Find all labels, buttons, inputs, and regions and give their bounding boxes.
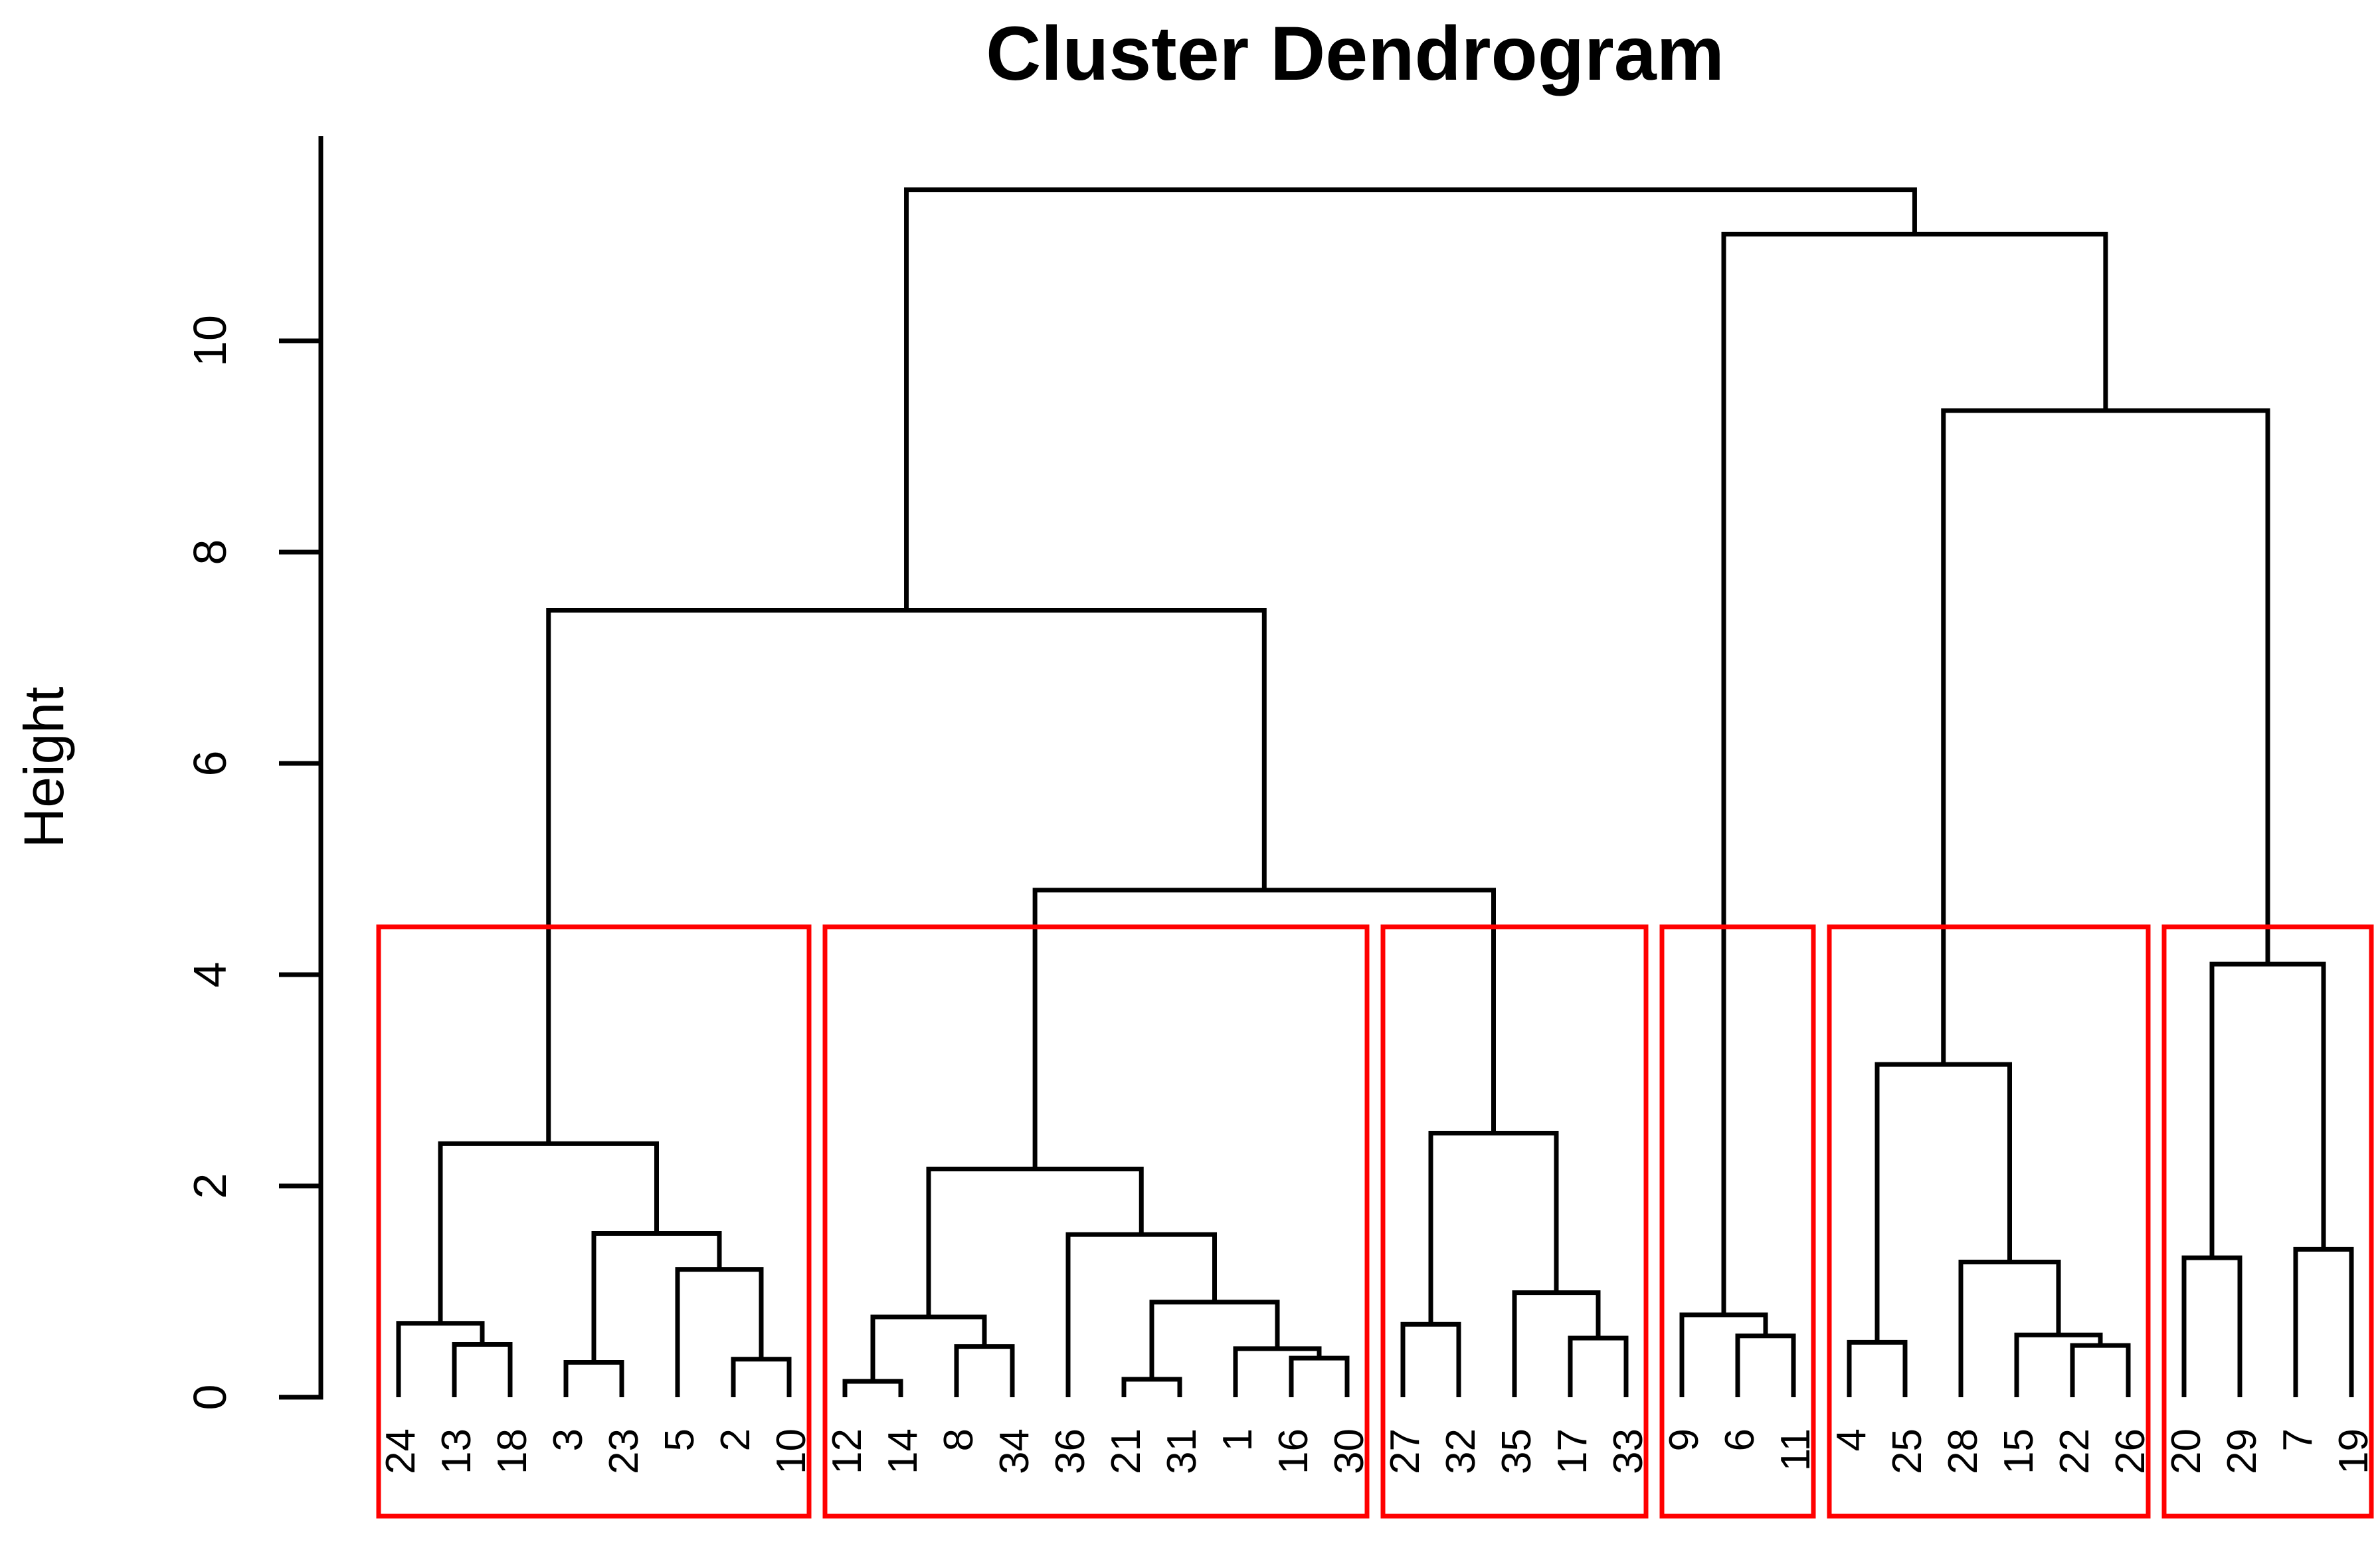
merge-segment [1032, 888, 1496, 1169]
leaf-label: 9 [1661, 1428, 1707, 1451]
leaf-label: 23 [601, 1428, 647, 1474]
leaf-label: 15 [1996, 1428, 2042, 1474]
cluster-boxes [376, 924, 2374, 1519]
merge-segment [1233, 1346, 1322, 1397]
merge-segment [591, 1231, 722, 1363]
merge-segment [1679, 1312, 1768, 1397]
cluster-box [822, 924, 1370, 1519]
cluster-box [376, 924, 812, 1519]
merge-segment [1149, 1300, 1280, 1379]
merge-segment [563, 1360, 624, 1397]
y-axis: 0 2 4 6 8 10 [184, 136, 323, 1411]
leaf-label: 36 [1048, 1428, 1093, 1474]
leaf-label: 30 [1327, 1428, 1372, 1474]
y-tick-label: 8 [184, 539, 236, 565]
leaf-label: 10 [769, 1428, 814, 1474]
merge-segment [2181, 1255, 2243, 1397]
y-tick-label: 6 [184, 751, 236, 777]
leaf-label: 17 [1550, 1428, 1596, 1474]
leaf-label: 4 [1829, 1428, 1875, 1451]
leaf-label: 31 [1159, 1428, 1205, 1474]
merge-segment [1941, 408, 2270, 1065]
chart-title: Cluster Dendrogram [986, 11, 1724, 96]
y-axis-label: Height [13, 687, 75, 848]
leaf-label: 19 [2331, 1428, 2377, 1474]
leaf-label: 20 [2163, 1428, 2209, 1474]
merge-segment [1958, 1259, 2061, 1397]
merge-segment [2014, 1332, 2103, 1397]
leaf-label: 12 [824, 1428, 870, 1474]
merge-segment [396, 1321, 485, 1397]
merge-segment [1400, 1321, 1461, 1397]
y-tick-label: 4 [184, 962, 236, 988]
merge-segment [546, 607, 1267, 1144]
leaf-label: 34 [992, 1428, 1038, 1474]
leaf-label: 6 [1717, 1428, 1763, 1451]
leaf-label: 33 [1605, 1428, 1651, 1474]
merge-segment [1721, 231, 2108, 1315]
merge-segment [954, 1344, 1015, 1397]
leaf-label: 28 [1940, 1428, 1986, 1474]
y-tick-label: 2 [184, 1173, 236, 1199]
leaf-label: 18 [490, 1428, 535, 1474]
leaf-label: 11 [1773, 1428, 1819, 1471]
y-tick-label: 10 [184, 315, 236, 367]
leaf-label: 24 [378, 1428, 424, 1474]
dendrogram-tree [396, 187, 2354, 1397]
leaf-label: 3 [545, 1428, 591, 1451]
merge-segment [1512, 1290, 1601, 1397]
leaf-label: 14 [880, 1428, 926, 1474]
leaf-label: 21 [1103, 1428, 1149, 1474]
leaf-label: 32 [1438, 1428, 1484, 1474]
leaf-label: 29 [2219, 1428, 2265, 1474]
merge-segment [1735, 1333, 1796, 1397]
merge-segment [731, 1357, 792, 1397]
leaf-label: 35 [1494, 1428, 1540, 1474]
leaf-label: 5 [657, 1428, 703, 1451]
merge-segment [1121, 1377, 1182, 1397]
merge-segment [452, 1342, 513, 1397]
leaf-label: 7 [2275, 1428, 2321, 1451]
merge-segment [2209, 961, 2326, 1258]
merge-segment [1289, 1355, 1350, 1397]
merge-segment [675, 1267, 764, 1397]
merge-segment [870, 1314, 987, 1382]
leaf-label: 26 [2108, 1428, 2153, 1474]
merge-segment [1875, 1062, 2012, 1343]
merge-segment [1065, 1232, 1217, 1397]
leaf-label: 16 [1271, 1428, 1317, 1474]
cluster-box [1659, 924, 1816, 1519]
merge-segment [2070, 1343, 2131, 1397]
cluster-box [1827, 924, 2151, 1519]
leaf-label: 22 [2052, 1428, 2098, 1474]
leaf-label: 25 [1884, 1428, 1930, 1474]
leaf-label: 8 [936, 1428, 982, 1451]
leaf-label: 2 [713, 1428, 759, 1451]
merge-segment [926, 1167, 1144, 1317]
merge-segment [438, 1141, 659, 1323]
merge-segment [904, 187, 1917, 611]
merge-segment [1568, 1335, 1629, 1397]
cluster-box [1380, 924, 1649, 1519]
leaf-label: 27 [1382, 1428, 1428, 1474]
merge-segment [1847, 1339, 1908, 1397]
merge-segment [2293, 1246, 2354, 1397]
cluster-box [2161, 924, 2374, 1519]
merge-segment [842, 1379, 903, 1397]
merge-segment [1428, 1131, 1559, 1325]
leaf-label: 13 [434, 1428, 480, 1474]
y-tick-label: 0 [184, 1385, 236, 1411]
leaf-label: 1 [1215, 1428, 1261, 1451]
